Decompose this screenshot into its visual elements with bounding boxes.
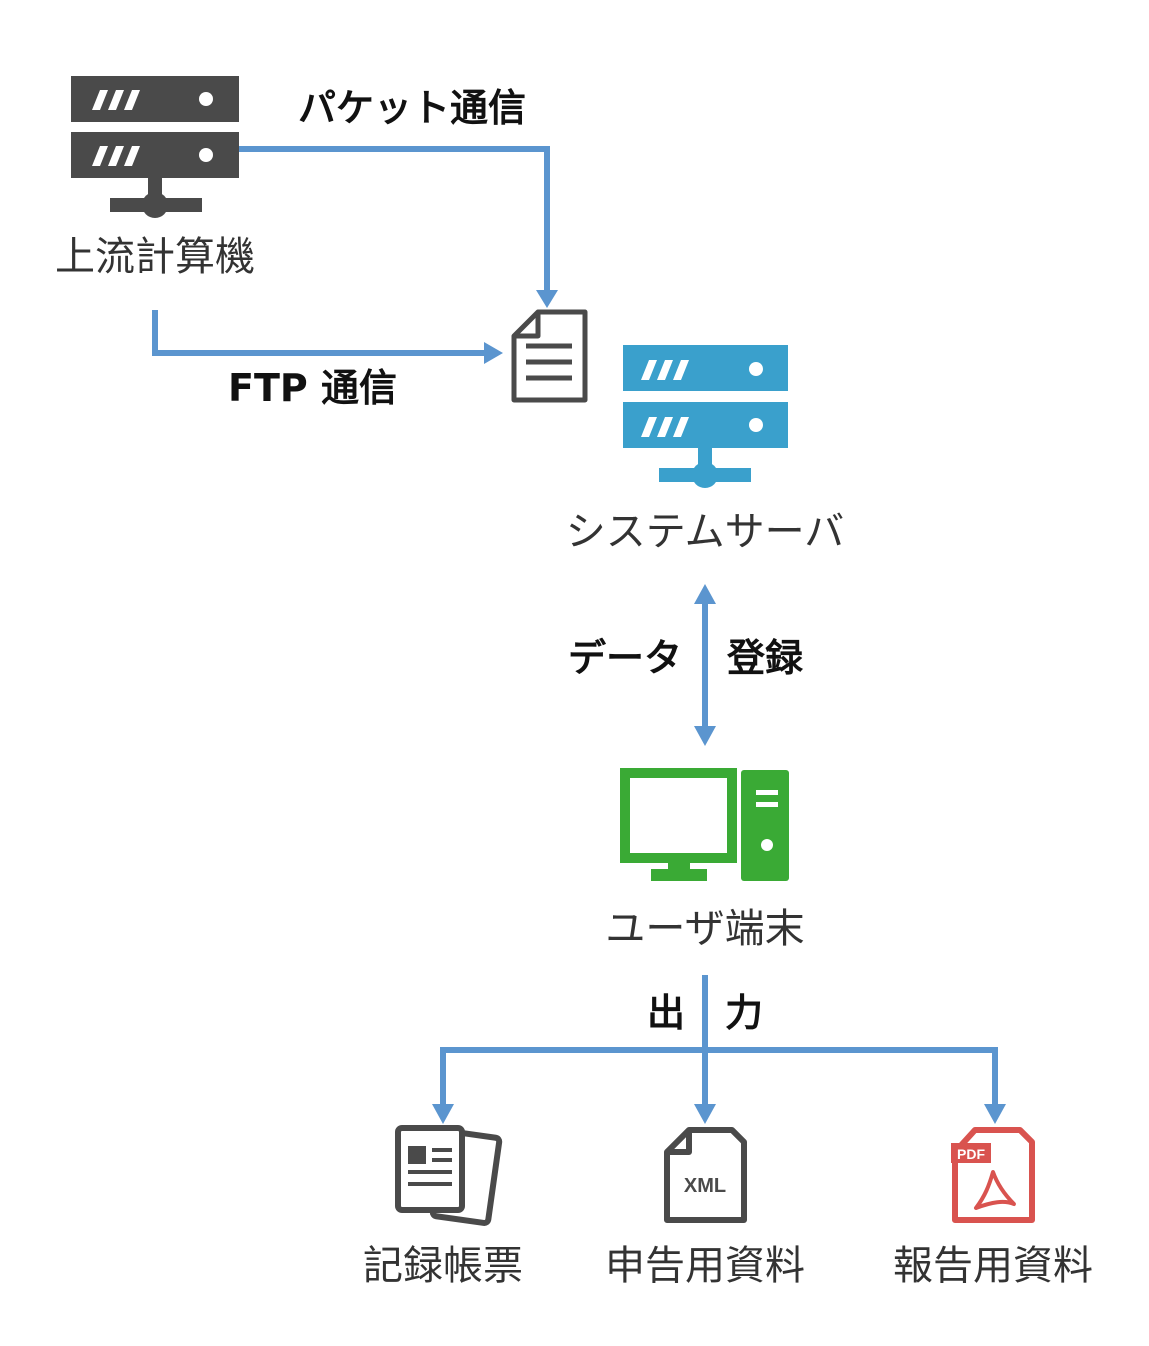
- record-form-label: 記録帳票: [363, 1243, 523, 1289]
- arrowheads: [432, 290, 1006, 1124]
- user-terminal-label: ユーザ端末: [605, 906, 805, 952]
- record-arrowhead: [432, 1104, 454, 1124]
- xml-file-icon: XML: [664, 1127, 747, 1223]
- upstream-computer-label: 上流計算機: [55, 234, 255, 280]
- packet-communication-label: パケット通信: [298, 86, 527, 130]
- output-branch: [440, 1047, 998, 1108]
- output-label-right: 力: [725, 991, 764, 1035]
- data-arrowhead-up: [694, 584, 716, 604]
- system-server-label: システムサーバ: [565, 509, 845, 555]
- desktop-computer-icon: [620, 768, 789, 881]
- form-documents-icon: [395, 1125, 503, 1226]
- pdf-file-icon: PDF: [951, 1127, 1035, 1223]
- packet-arrowhead: [536, 290, 558, 308]
- upstream-server-icon: [71, 76, 239, 218]
- xml-arrowhead: [694, 1104, 716, 1124]
- xml-badge: XML: [684, 1175, 726, 1197]
- data-label: データ: [568, 636, 683, 680]
- packet-connector: [239, 146, 550, 292]
- system-server-icon: [623, 345, 788, 488]
- ftp-communication-label: FTP 通信: [228, 366, 397, 410]
- pdf-arrowhead: [984, 1104, 1006, 1124]
- connectors: [152, 146, 998, 1108]
- output-label-left: 出: [647, 991, 686, 1035]
- data-arrowhead-down: [694, 726, 716, 746]
- declaration-material-label: 申告用資料: [605, 1243, 805, 1289]
- document-icon: [511, 309, 588, 403]
- report-material-label: 報告用資料: [893, 1243, 1093, 1289]
- ftp-arrowhead: [484, 342, 503, 364]
- pdf-badge: PDF: [957, 1146, 985, 1162]
- register-label: 登録: [727, 636, 804, 680]
- ftp-connector: [152, 310, 486, 356]
